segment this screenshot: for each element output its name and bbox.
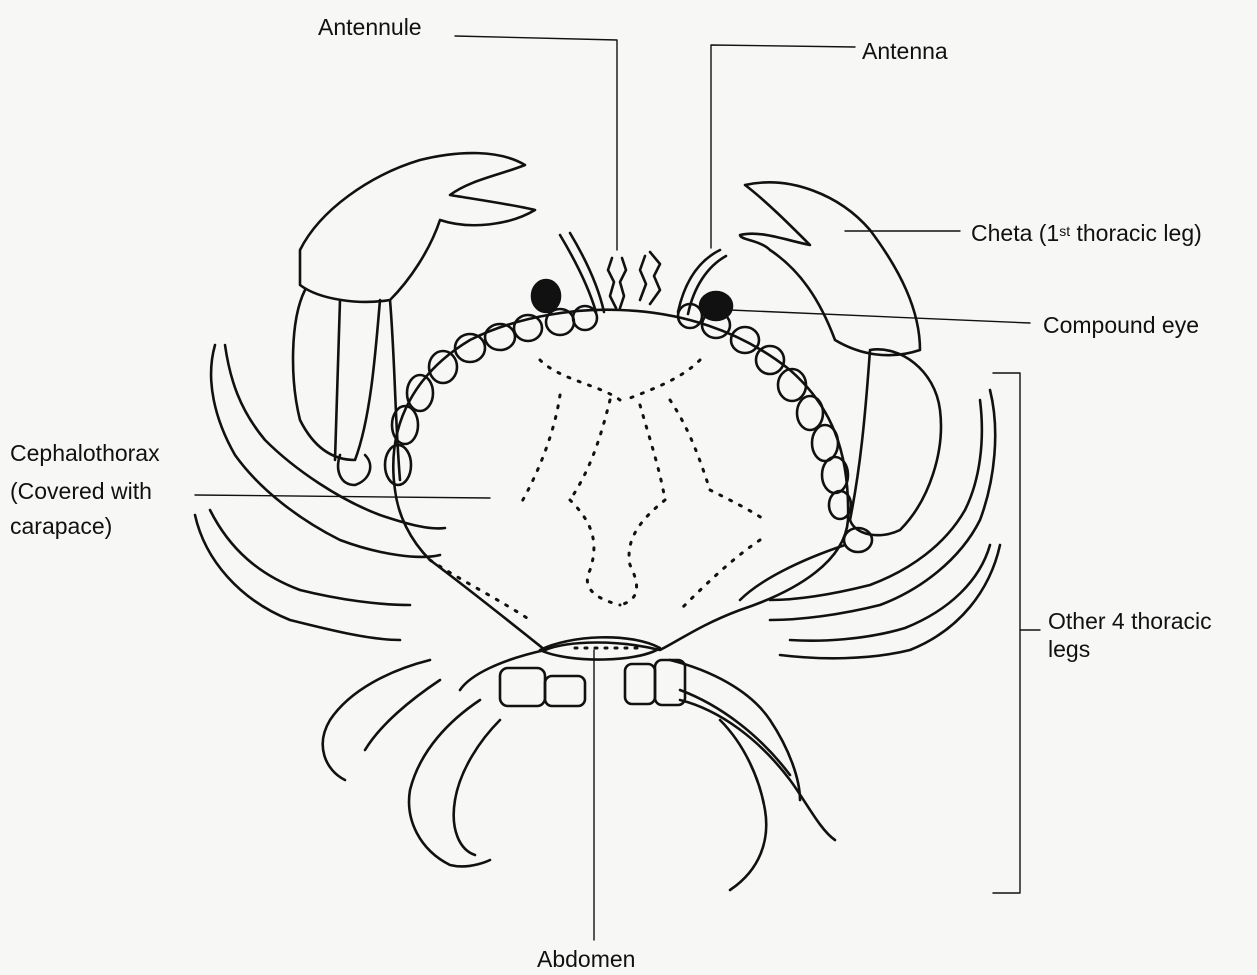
label-abdomen: Abdomen	[537, 946, 635, 973]
carapace-outline	[385, 304, 851, 650]
compound-eye-right	[700, 292, 732, 320]
cheliped-right	[740, 182, 941, 600]
label-cheta-main: Cheta (1	[971, 220, 1059, 246]
label-antennule: Antennule	[318, 14, 422, 41]
bracket-other-legs	[993, 373, 1020, 893]
label-cephalothorax-line2: (Covered with	[10, 478, 152, 505]
walking-legs-right	[670, 390, 1000, 890]
label-cheta-rest: thoracic leg)	[1070, 220, 1202, 246]
leg-bases	[500, 660, 685, 706]
label-antenna: Antenna	[862, 38, 948, 65]
label-cheta-sup: st	[1059, 223, 1070, 239]
label-cephalothorax-line1: Cephalothorax	[10, 440, 160, 467]
antennule-pair	[608, 252, 660, 308]
compound-eye-left	[532, 280, 560, 312]
leader-lines	[195, 36, 1040, 940]
label-compound-eye: Compound eye	[1043, 312, 1199, 339]
label-cheta: Cheta (1st thoracic leg)	[971, 220, 1202, 247]
carapace-rim-beads	[385, 304, 851, 519]
label-other-legs-line1: Other 4 thoracic	[1048, 608, 1212, 635]
label-other-legs-line2: legs	[1048, 636, 1090, 663]
walking-legs-left	[195, 345, 545, 866]
leader-antennule	[455, 36, 617, 250]
leader-compound-eye	[730, 310, 1030, 323]
label-cephalothorax-line3: carapace)	[10, 513, 112, 540]
abdomen-flap	[540, 637, 660, 659]
cheliped-left	[293, 153, 535, 485]
carapace-dotted-markings	[430, 360, 765, 620]
